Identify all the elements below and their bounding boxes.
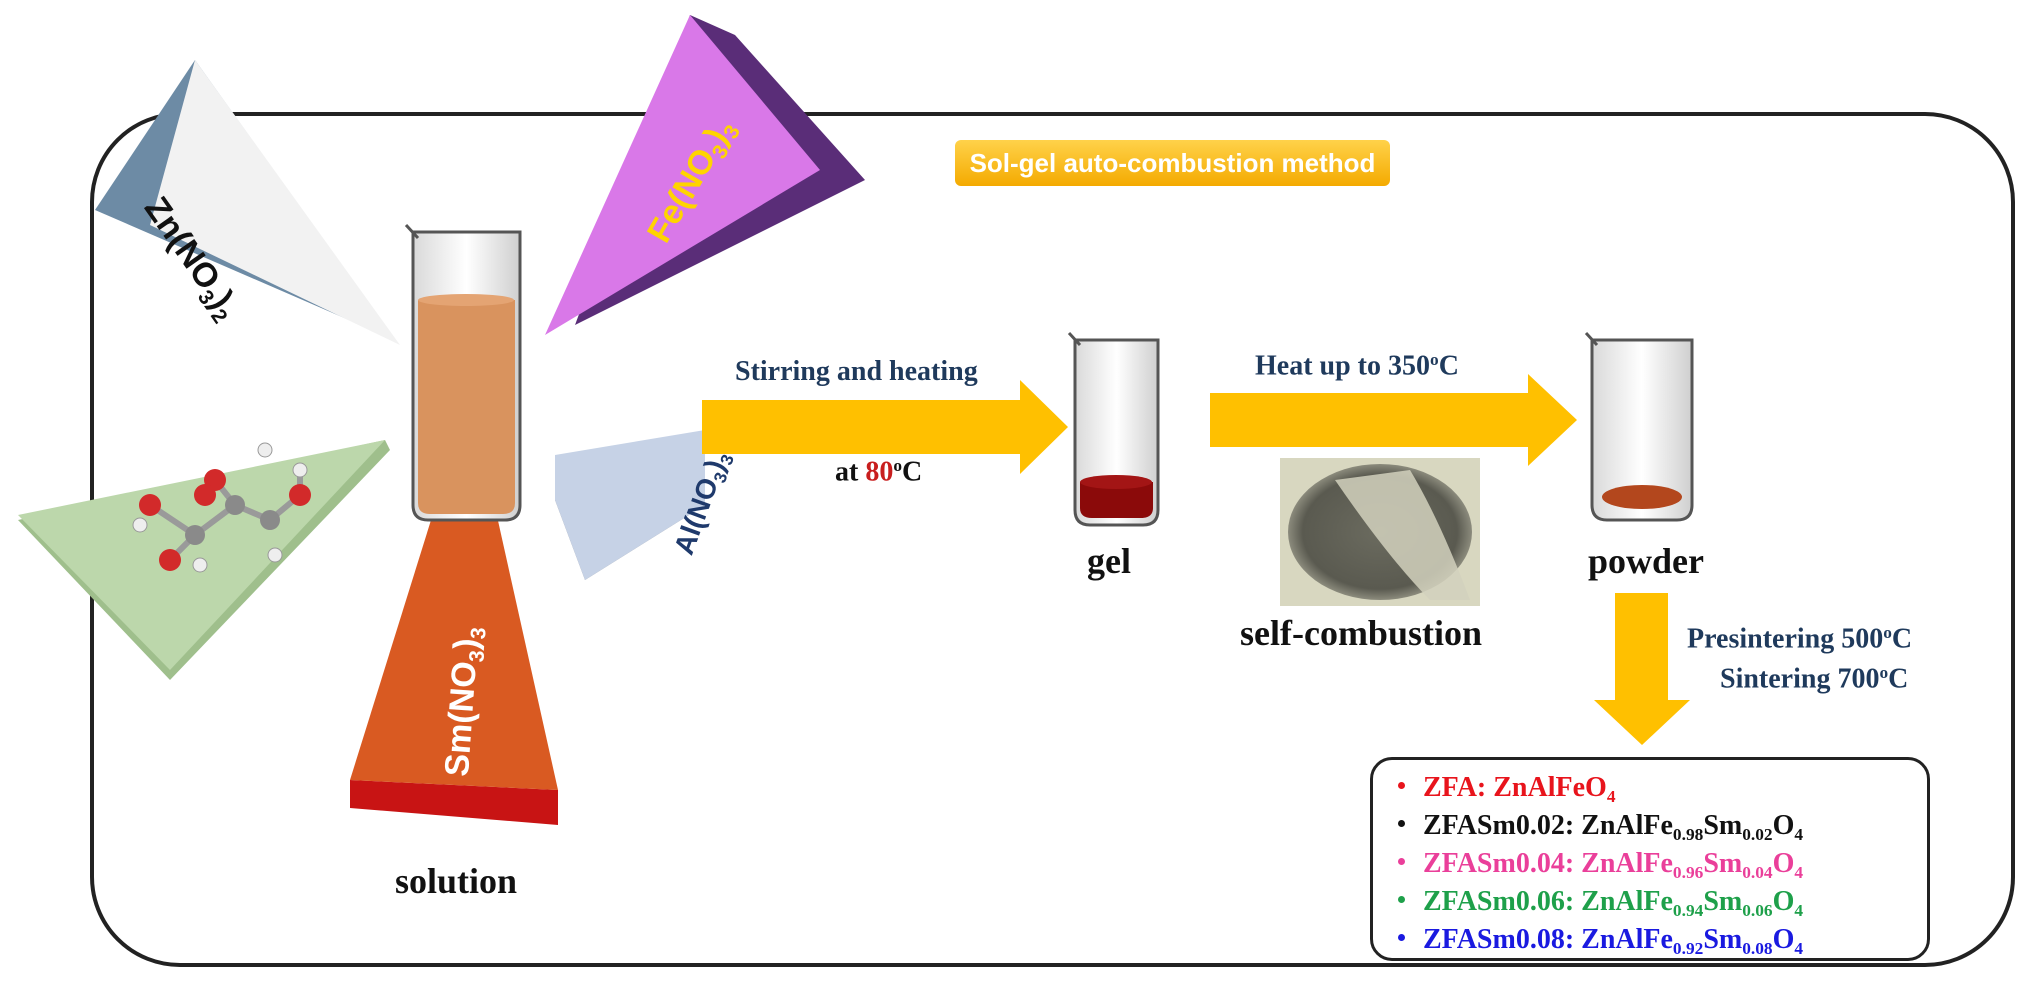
legend-bullet-icon [1398,820,1405,828]
legend-item-zfasm002: ZFASm0.02: ZnAlFe0.98Sm0.02O4 [1398,810,1803,845]
arrow-sintering [1594,593,1690,745]
heat-label: Heat up to 350oC [1255,350,1459,382]
gel-label: gel [1087,541,1131,581]
al-nitrate-prism [555,430,705,580]
powder-beaker [1584,331,1694,522]
legend-bullet-icon [1398,896,1405,904]
legend-bullet-icon [1398,934,1405,942]
sintering-label: Sintering 700oC [1720,663,1909,695]
legend-item-zfasm004: ZFASm0.04: ZnAlFe0.96Sm0.04O4 [1398,848,1803,883]
temperature-80-label: at 80oC [835,456,923,488]
stirring-label: Stirring and heating [735,356,978,387]
sm-nitrate-prism [350,395,558,825]
self-combustion-photo [1280,458,1480,606]
arrow-stirring [702,380,1068,474]
legend-bullet-icon [1398,858,1405,866]
citric-acid-molecule-icon [132,442,311,573]
method-title: Sol-gel auto-combustion method [955,140,1390,186]
legend-item-zfa: ZFA: ZnAlFeO4 [1398,772,1616,807]
solution-label: solution [395,861,518,901]
legend-item-zfasm008: ZFASm0.08: ZnAlFe0.92Sm0.08O4 [1398,924,1803,959]
arrow-heat [1210,374,1577,466]
powder-label: powder [1588,541,1704,581]
composition-legend: ZFA: ZnAlFeO4 ZFASm0.02: ZnAlFe0.98Sm0.0… [1370,757,1930,961]
solution-beaker [404,223,522,522]
fe-nitrate-prism [545,15,865,335]
legend-item-zfasm006: ZFASm0.06: ZnAlFe0.94Sm0.06O4 [1398,886,1803,921]
zn-nitrate-prism [95,60,400,345]
presintering-label: Presintering 500oC [1687,623,1913,655]
self-combustion-label: self-combustion [1240,613,1482,653]
legend-bullet-icon [1398,782,1405,790]
gel-beaker [1067,331,1160,527]
